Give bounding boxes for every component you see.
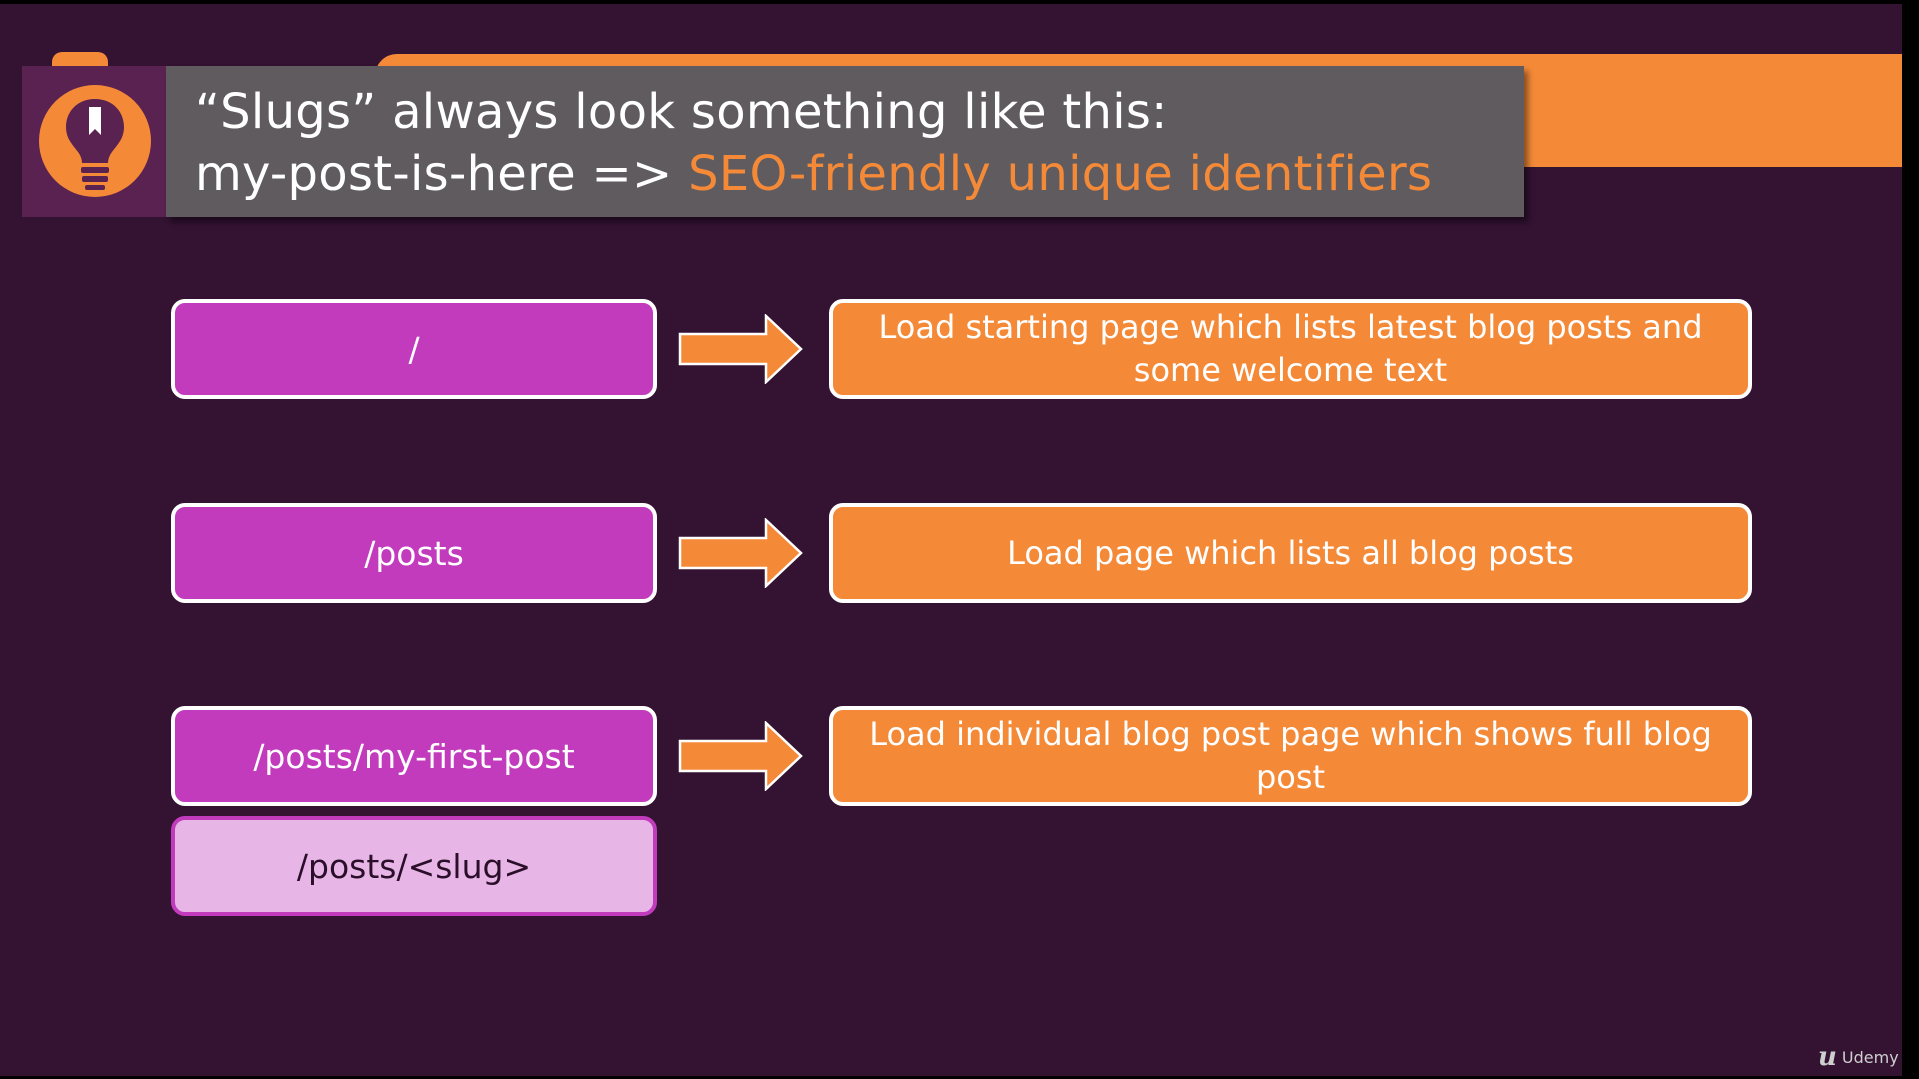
icon-panel (22, 66, 166, 217)
arrow-right-icon (678, 721, 803, 791)
description-box-posts: Load page which lists all blog posts (829, 503, 1752, 603)
lightbulb-icon (39, 85, 151, 197)
description-box-root: Load starting page which lists latest bl… (829, 299, 1752, 399)
title-highlight: SEO-friendly unique identifiers (688, 146, 1433, 202)
route-box-root: / (171, 299, 657, 399)
brand-logo: u Udemy (1818, 1044, 1899, 1070)
title-line-2-prefix: my-post-is-here => (195, 146, 689, 202)
arrow-right-icon (678, 314, 803, 384)
title-line-1: “Slugs” always look something like this: (195, 84, 1168, 140)
slide: “Slugs” always look something like this:… (0, 4, 1902, 1076)
description-box-post-detail: Load individual blog post page which sho… (829, 706, 1752, 806)
brand-name: Udemy (1841, 1047, 1899, 1067)
route-box-posts: /posts (171, 503, 657, 603)
route-box-post-detail: /posts/my-first-post (171, 706, 657, 806)
title-bar: “Slugs” always look something like this:… (166, 66, 1524, 217)
title-line-2: my-post-is-here => SEO-friendly unique i… (195, 146, 1432, 202)
arrow-right-icon (678, 518, 803, 588)
udemy-logo-icon: u (1818, 1042, 1837, 1072)
slug-pattern-box: /posts/<slug> (171, 816, 657, 916)
